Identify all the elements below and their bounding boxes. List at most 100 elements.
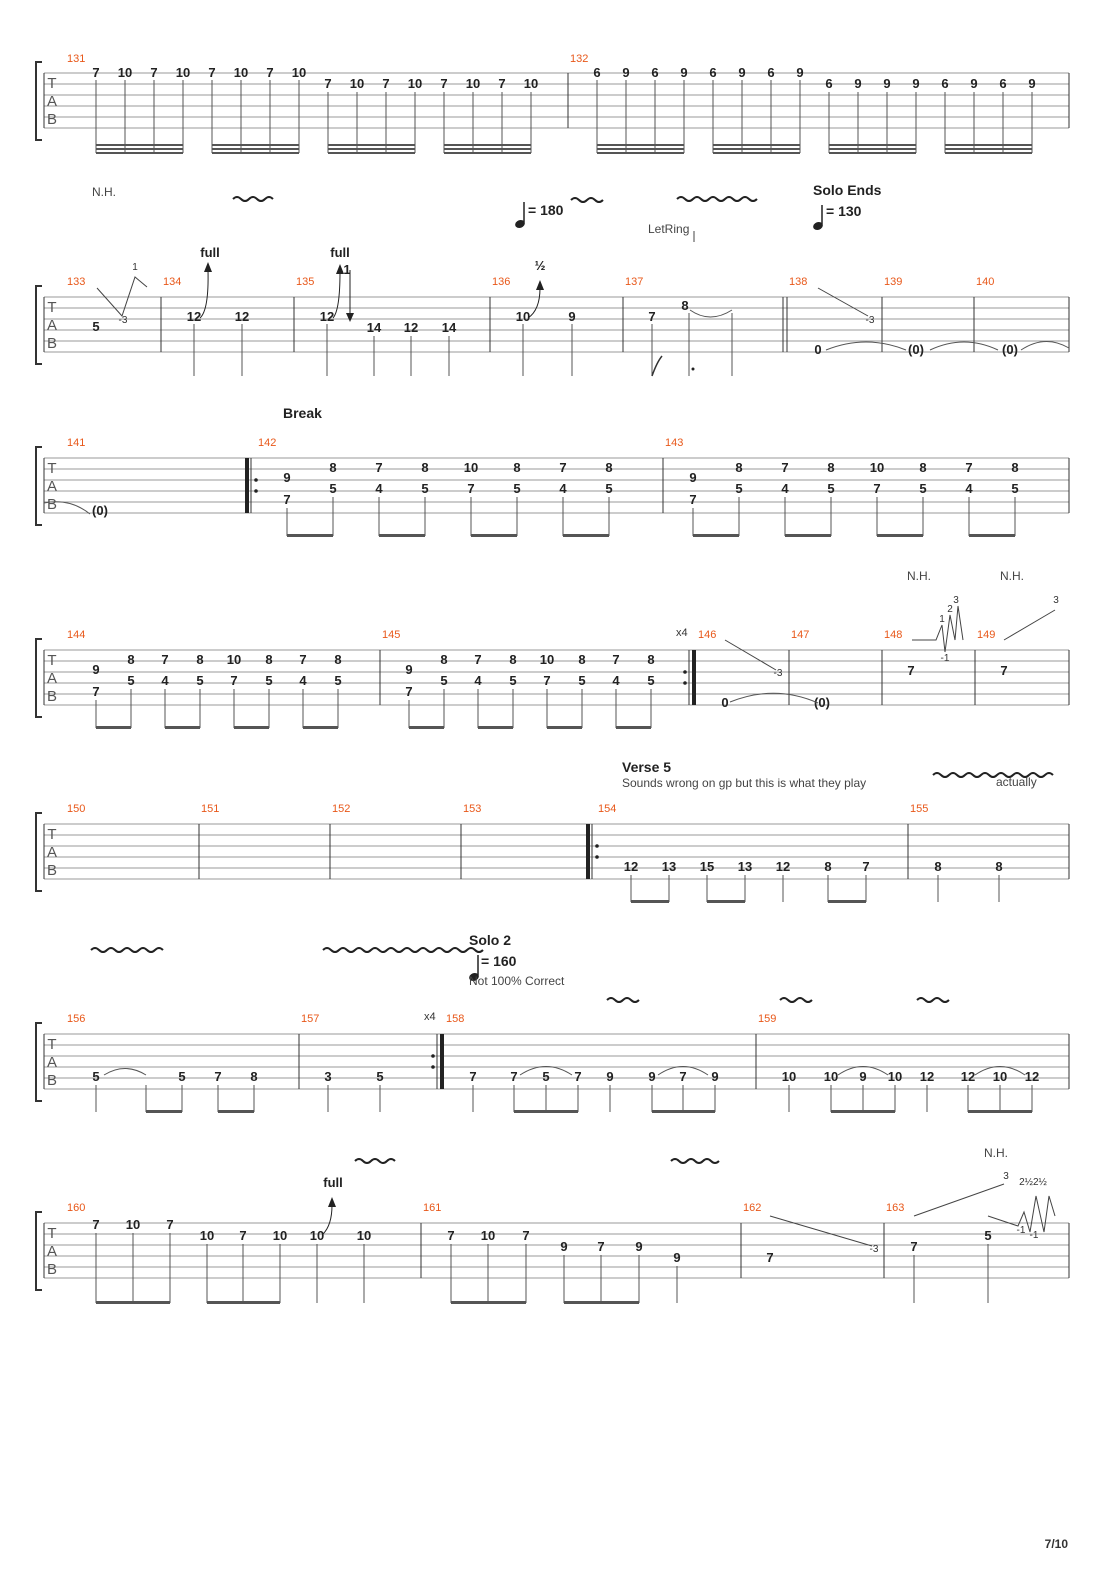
fret: 7 xyxy=(382,76,389,91)
natural-harmonic-label: N.H. xyxy=(92,185,116,199)
fret: 9 xyxy=(738,65,745,80)
fret: 9 xyxy=(283,470,290,485)
fret: 4 xyxy=(474,673,482,688)
svg-text:A: A xyxy=(47,93,57,110)
measure-number: 153 xyxy=(463,803,481,815)
measure-number: 137 xyxy=(625,276,643,288)
fret: 7 xyxy=(230,673,237,688)
fret: 10 xyxy=(993,1069,1007,1084)
fret: 8 xyxy=(647,652,654,667)
system-6: Solo 2 = 160 Not 100% Correct TAB x4 156… xyxy=(35,932,1070,1113)
measure-number: 157 xyxy=(301,1013,319,1025)
fret: 10 xyxy=(227,652,241,667)
fret: 9 xyxy=(1028,76,1035,91)
fret: 7 xyxy=(679,1069,686,1084)
fret: 12 xyxy=(776,859,790,874)
fret: 7 xyxy=(543,673,550,688)
fret: 7 xyxy=(405,684,412,699)
vibrato-icon xyxy=(779,997,813,1003)
bends: full full 1 ½ xyxy=(199,245,546,322)
fret: 7 xyxy=(92,1217,99,1232)
svg-text:A: A xyxy=(47,670,57,687)
measure-number: 158 xyxy=(446,1013,464,1025)
section-label-verse-5: Verse 5 xyxy=(622,759,671,775)
svg-text:T: T xyxy=(47,299,56,316)
fret: 10 xyxy=(357,1228,371,1243)
fret: 12 xyxy=(624,859,638,874)
fret: 7 xyxy=(910,1239,917,1254)
tempo-marking: = 180 xyxy=(528,202,564,218)
fret: 0 xyxy=(814,342,821,357)
fret: 4 xyxy=(965,481,973,496)
fret: 5 xyxy=(421,481,428,496)
bend-label: ½ xyxy=(535,258,546,273)
fret: 8 xyxy=(329,460,336,475)
fret: 9 xyxy=(796,65,803,80)
measure-number: 152 xyxy=(332,803,350,815)
fret: 9 xyxy=(680,65,687,80)
fret: 7 xyxy=(375,460,382,475)
svg-text:T: T xyxy=(47,1036,56,1053)
vibrato-icon xyxy=(232,196,274,202)
fret: 8 xyxy=(1011,460,1018,475)
fret: 5 xyxy=(605,481,612,496)
measure-number: 142 xyxy=(258,437,276,449)
fret: 7 xyxy=(862,859,869,874)
fret: 7 xyxy=(510,1069,517,1084)
fret: 12 xyxy=(1025,1069,1039,1084)
page-number: 7/10 xyxy=(1044,1537,1068,1551)
section-label-break: Break xyxy=(283,405,322,421)
fret: 7 xyxy=(150,65,157,80)
fret: 10 xyxy=(824,1069,838,1084)
measure-number: 143 xyxy=(665,437,683,449)
svg-text:T: T xyxy=(47,652,56,669)
measure-number: 138 xyxy=(789,276,807,288)
fret: 7 xyxy=(161,652,168,667)
svg-text:B: B xyxy=(47,335,57,352)
measure-number: 136 xyxy=(492,276,510,288)
measure-number: 131 xyxy=(67,53,85,65)
svg-text:A: A xyxy=(47,317,57,334)
fret: 7 xyxy=(873,481,880,496)
vibrato-icon xyxy=(916,997,950,1003)
fret: 6 xyxy=(825,76,832,91)
fret: 10 xyxy=(481,1228,495,1243)
repeat-count: x4 xyxy=(424,1011,436,1023)
fret: 7 xyxy=(324,76,331,91)
fret: 8 xyxy=(513,460,520,475)
fret: 9 xyxy=(405,662,412,677)
fret: 9 xyxy=(912,76,919,91)
fret: 9 xyxy=(92,662,99,677)
svg-text:B: B xyxy=(47,862,57,879)
fret: 7 xyxy=(498,76,505,91)
measure-number: 148 xyxy=(884,629,902,641)
fret: 5 xyxy=(329,481,336,496)
fret: 8 xyxy=(824,859,831,874)
measure-number: 154 xyxy=(598,803,616,815)
fret: 5 xyxy=(265,673,272,688)
quarter-note-icon xyxy=(813,205,823,231)
fret: 10 xyxy=(408,76,422,91)
fret: 8 xyxy=(995,859,1002,874)
measure-number: 134 xyxy=(163,276,181,288)
bend-label: full xyxy=(200,245,220,260)
system-3: Break TAB 141 142 143 (0) 9 8 7 8 10 8 xyxy=(35,405,1070,537)
fret: 5 xyxy=(127,673,134,688)
fret: 0 xyxy=(721,695,728,710)
fret: 8 xyxy=(440,652,447,667)
fret: 5 xyxy=(334,673,341,688)
measure-number: 149 xyxy=(977,629,995,641)
fret: 7 xyxy=(612,652,619,667)
measure-number: 141 xyxy=(67,437,85,449)
fret: 9 xyxy=(648,1069,655,1084)
stems xyxy=(95,80,1033,153)
beams xyxy=(96,144,1032,154)
fret: 9 xyxy=(606,1069,613,1084)
vibrato-icon xyxy=(676,196,758,202)
fret: 5 xyxy=(196,673,203,688)
fret: 10 xyxy=(782,1069,796,1084)
natural-harmonic-label: N.H. xyxy=(907,569,931,583)
fret: 8 xyxy=(196,652,203,667)
slide-target: -3 xyxy=(866,315,875,326)
measure-number: 146 xyxy=(698,629,716,641)
